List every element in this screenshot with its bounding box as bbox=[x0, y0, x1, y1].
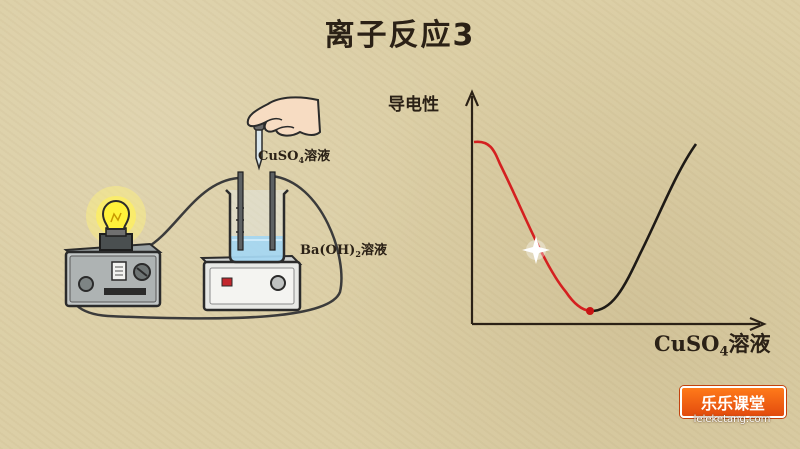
x-axis-formula: CuSO bbox=[654, 331, 720, 356]
sparkle-icon bbox=[522, 236, 550, 264]
x-axis-solution-word: 溶液 bbox=[728, 331, 771, 356]
graph-axes bbox=[464, 89, 767, 332]
power-box bbox=[63, 242, 163, 308]
beaker-icon bbox=[225, 189, 289, 264]
brand-logo: 乐乐课堂 bbox=[680, 386, 786, 418]
cuso4-formula: CuSO bbox=[258, 149, 299, 164]
baoh2-solution-word: 溶液 bbox=[360, 243, 387, 258]
x-axis-label: CuSO4溶液 bbox=[654, 328, 771, 360]
minimum-point bbox=[586, 307, 594, 315]
x-axis-subscript: 4 bbox=[719, 344, 729, 360]
stirrer-plate bbox=[199, 254, 303, 312]
conductivity-curve-increasing bbox=[589, 143, 698, 313]
cuso4-solution-word: 溶液 bbox=[304, 149, 331, 164]
page-title: 离子反应3 bbox=[324, 18, 476, 53]
baoh2-subscript: 2 bbox=[355, 248, 361, 259]
conductivity-curve-decreasing bbox=[473, 140, 591, 313]
baoh2-formula: Ba(OH) bbox=[300, 243, 356, 258]
electrodes bbox=[237, 171, 276, 251]
wire-bulb-to-left-electrode bbox=[145, 176, 239, 250]
light-bulb-icon bbox=[86, 186, 146, 251]
y-axis-label: 导电性 bbox=[388, 95, 439, 115]
baoh2-solution-label: Ba(OH)2溶液 bbox=[300, 239, 387, 259]
cuso4-subscript: 4 bbox=[298, 154, 305, 165]
brand-url: leleketang.com bbox=[693, 414, 771, 425]
cuso4-solution-label: CuSO4溶液 bbox=[258, 145, 330, 165]
hand-icon bbox=[246, 96, 322, 137]
